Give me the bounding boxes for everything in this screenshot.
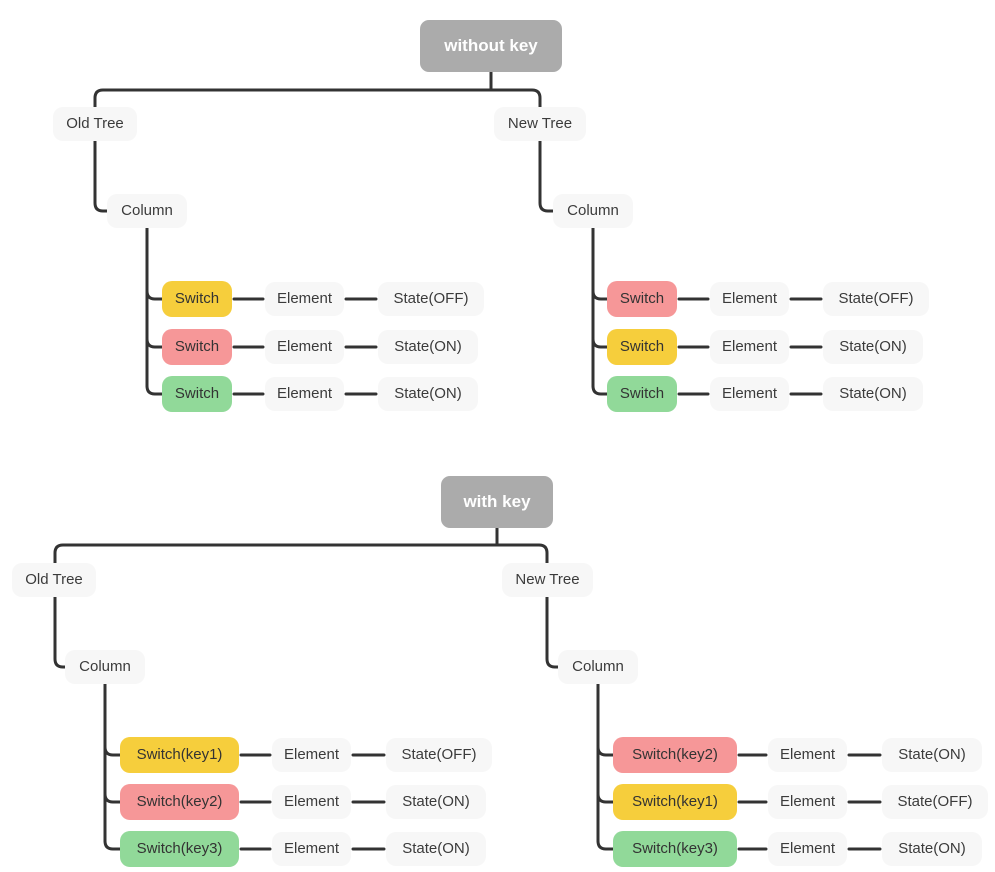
switch-node: Switch(key3) bbox=[120, 831, 239, 867]
element-node: Element bbox=[272, 832, 351, 866]
state-node: State(ON) bbox=[882, 738, 982, 772]
column-node: Column bbox=[558, 650, 638, 684]
state-node: State(ON) bbox=[823, 377, 923, 411]
switch-node: Switch(key2) bbox=[120, 784, 239, 820]
element-node: Element bbox=[768, 785, 847, 819]
switch-node: Switch(key2) bbox=[613, 737, 737, 773]
switch-node: Switch bbox=[162, 376, 232, 412]
element-node: Element bbox=[768, 832, 847, 866]
wire-top-split bbox=[93, 88, 559, 213]
state-node: State(ON) bbox=[378, 377, 478, 411]
element-node: Element bbox=[272, 785, 351, 819]
new-tree-label: New Tree bbox=[494, 107, 586, 141]
old-tree-label: Old Tree bbox=[53, 107, 137, 141]
state-node: State(OFF) bbox=[882, 785, 988, 819]
state-node: State(ON) bbox=[823, 330, 923, 364]
element-node: Element bbox=[265, 330, 344, 364]
column-node: Column bbox=[65, 650, 145, 684]
wire-bottom-split bbox=[53, 543, 566, 669]
switch-node: Switch bbox=[607, 281, 677, 317]
state-node: State(ON) bbox=[386, 832, 486, 866]
column-node: Column bbox=[553, 194, 633, 228]
old-tree-label: Old Tree bbox=[12, 563, 96, 597]
state-node: State(ON) bbox=[882, 832, 982, 866]
state-node: State(OFF) bbox=[823, 282, 929, 316]
diagram-title-without-key: without key bbox=[420, 20, 562, 72]
element-node: Element bbox=[272, 738, 351, 772]
state-node: State(OFF) bbox=[378, 282, 484, 316]
diagram-title-with-key: with key bbox=[441, 476, 553, 528]
element-node: Element bbox=[710, 282, 789, 316]
element-node: Element bbox=[265, 282, 344, 316]
switch-node: Switch(key1) bbox=[613, 784, 737, 820]
state-node: State(ON) bbox=[386, 785, 486, 819]
element-node: Element bbox=[768, 738, 847, 772]
column-node: Column bbox=[107, 194, 187, 228]
element-node: Element bbox=[710, 330, 789, 364]
new-tree-label: New Tree bbox=[502, 563, 593, 597]
switch-node: Switch bbox=[607, 376, 677, 412]
switch-node: Switch(key3) bbox=[613, 831, 737, 867]
switch-node: Switch bbox=[162, 281, 232, 317]
switch-node: Switch bbox=[607, 329, 677, 365]
switch-node: Switch(key1) bbox=[120, 737, 239, 773]
state-node: State(ON) bbox=[378, 330, 478, 364]
element-node: Element bbox=[710, 377, 789, 411]
state-node: State(OFF) bbox=[386, 738, 492, 772]
element-node: Element bbox=[265, 377, 344, 411]
switch-node: Switch bbox=[162, 329, 232, 365]
